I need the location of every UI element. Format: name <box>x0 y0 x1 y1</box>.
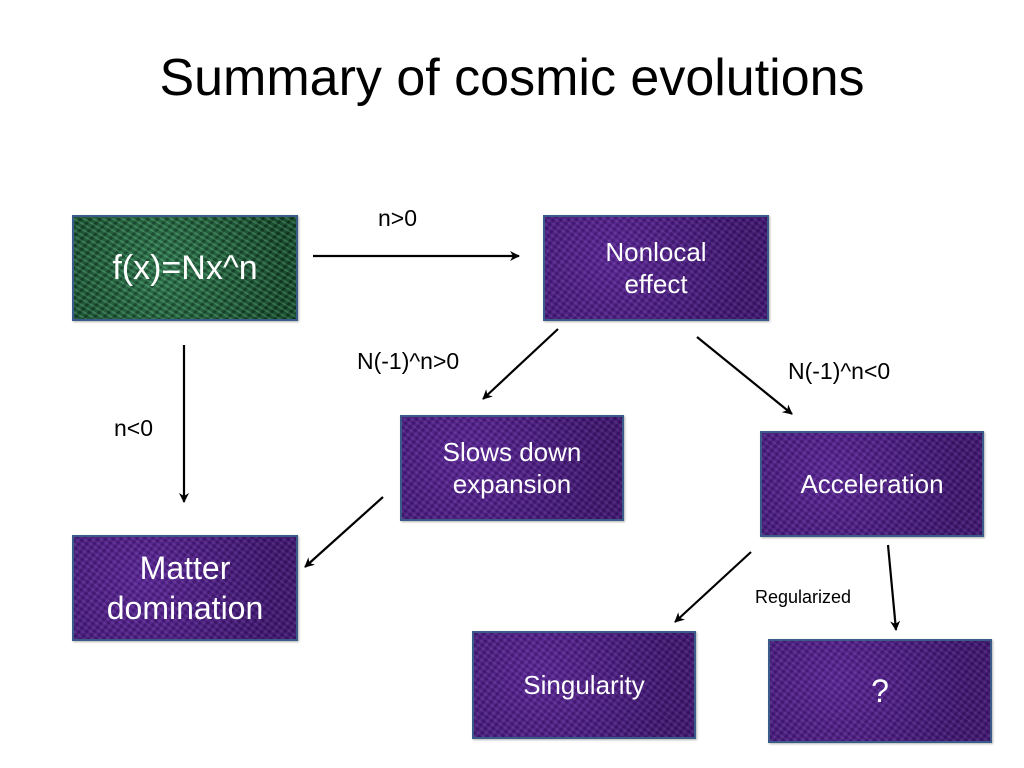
arrow-slows-to-matter <box>304 496 384 568</box>
unknown-outcome-box: ? <box>768 639 992 743</box>
singularity-box: Singularity <box>472 631 696 739</box>
edge-label-sign-positive: N(-1)^n>0 <box>357 348 460 374</box>
matter-domination-label: Matter domination <box>106 550 264 626</box>
arrow-acceleration-to-singularity <box>674 551 752 623</box>
acceleration-box: Acceleration <box>760 431 984 537</box>
slows-down-expansion-label: Slows down expansion <box>442 436 582 500</box>
edge-label-regularized: Regularized <box>755 587 852 607</box>
slows-down-expansion-box: Slows down expansion <box>400 415 624 521</box>
matter-domination-box: Matter domination <box>72 535 298 641</box>
edge-label-sign-negative: N(-1)^n<0 <box>788 358 891 384</box>
acceleration-label: Acceleration <box>800 468 944 499</box>
nonlocal-effect-box: Nonlocal effect <box>543 215 769 321</box>
function-box: f(x)=Nx^n <box>72 215 298 321</box>
nonlocal-effect-label: Nonlocal effect <box>605 236 707 300</box>
edge-label-n-negative: n<0 <box>114 415 154 441</box>
arrow-nonlocal-to-acceleration <box>696 336 793 415</box>
arrow-acceleration-to-unknown <box>886 544 901 631</box>
edge-label-n-positive: n>0 <box>378 205 418 231</box>
slide-title: Summary of cosmic evolutions <box>159 49 865 107</box>
unknown-outcome-label: ? <box>871 673 889 709</box>
function-box-label: f(x)=Nx^n <box>112 248 258 287</box>
arrow-nonlocal-to-slows <box>482 328 559 400</box>
singularity-label: Singularity <box>523 669 645 700</box>
